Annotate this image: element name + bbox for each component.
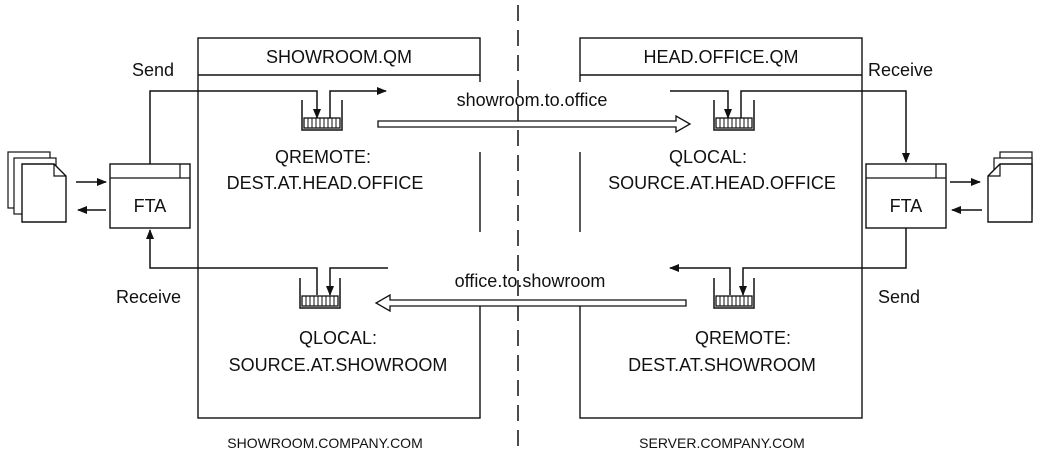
server-host-label: SERVER.COMPANY.COM bbox=[639, 435, 805, 451]
right-local-queue-type: QLOCAL: bbox=[669, 147, 747, 167]
right-fta-window-icon: FTA bbox=[865, 163, 947, 229]
right-remote-queue-type: QREMOTE: bbox=[695, 328, 791, 348]
head-office-qm-title: HEAD.OFFICE.QM bbox=[643, 47, 798, 67]
head-office-queue-manager: HEAD.OFFICE.QM bbox=[579, 37, 863, 419]
left-fta-window-icon: FTA bbox=[109, 163, 191, 229]
right-remote-queue-icon bbox=[713, 277, 755, 309]
channel-office-to-showroom-arrow bbox=[374, 293, 687, 313]
right-receive-label: Receive bbox=[868, 60, 933, 80]
channel-office-to-showroom-label: office.to.showroom bbox=[455, 271, 606, 291]
left-remote-queue-name: DEST.AT.HEAD.OFFICE bbox=[227, 173, 424, 193]
left-local-queue-name: SOURCE.AT.SHOWROOM bbox=[229, 355, 448, 375]
showroom-queue-manager: SHOWROOM.QM bbox=[197, 37, 481, 419]
left-remote-queue-icon bbox=[301, 99, 343, 131]
channel-showroom-to-office-label: showroom.to.office bbox=[457, 90, 608, 110]
left-document-stack-icon bbox=[7, 151, 67, 223]
left-send-label: Send bbox=[132, 60, 174, 80]
right-local-queue-icon bbox=[713, 99, 755, 131]
right-remote-queue-name: DEST.AT.SHOWROOM bbox=[628, 355, 816, 375]
left-fta-label: FTA bbox=[134, 196, 167, 216]
left-local-queue-type: QLOCAL: bbox=[299, 328, 377, 348]
left-remote-queue-type: QREMOTE: bbox=[275, 147, 371, 167]
showroom-host-label: SHOWROOM.COMPANY.COM bbox=[227, 435, 423, 451]
right-document-stack-icon bbox=[987, 151, 1033, 223]
right-send-label: Send bbox=[878, 287, 920, 307]
right-local-queue-name: SOURCE.AT.HEAD.OFFICE bbox=[608, 173, 836, 193]
right-fta-label: FTA bbox=[890, 196, 923, 216]
left-local-queue-icon bbox=[299, 277, 341, 309]
channel-showroom-to-office-arrow bbox=[377, 114, 692, 134]
showroom-qm-title: SHOWROOM.QM bbox=[266, 47, 412, 67]
left-receive-label: Receive bbox=[116, 287, 181, 307]
